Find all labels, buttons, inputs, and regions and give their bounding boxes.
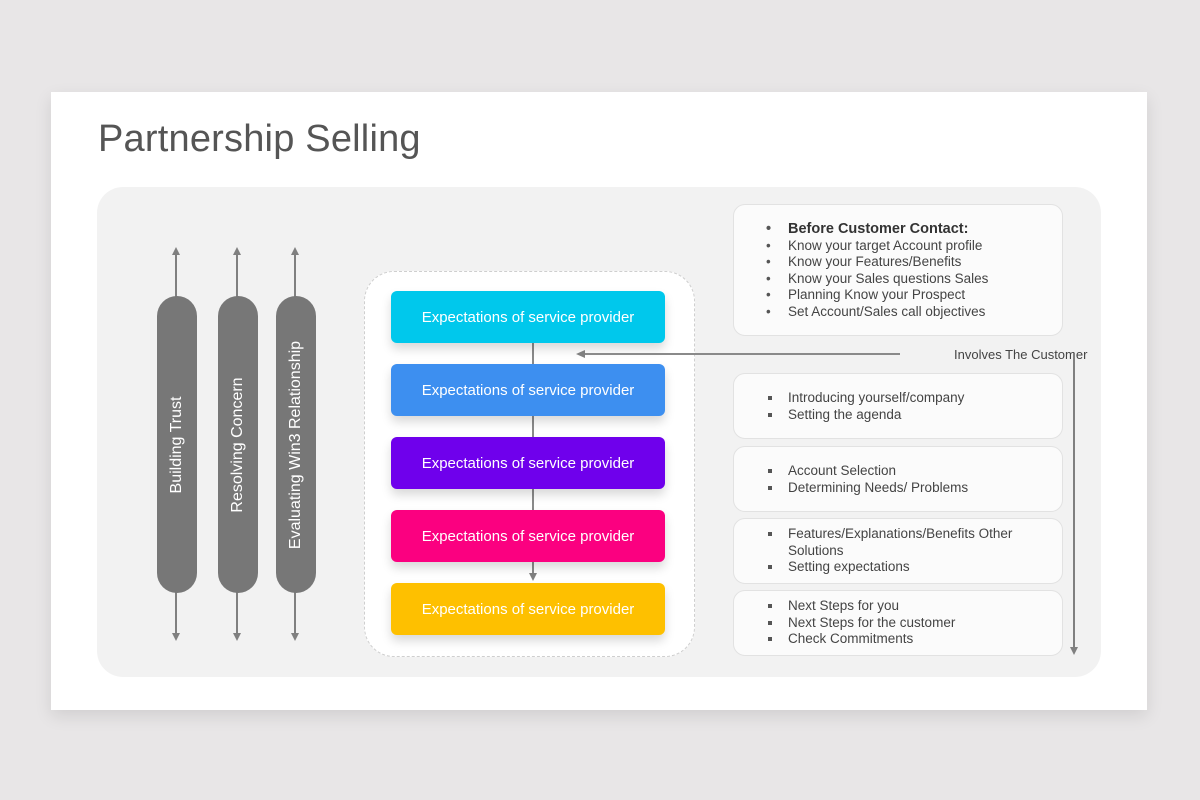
step-box-3: Expectations of service provider xyxy=(391,437,665,489)
step-box-5: Expectations of service provider xyxy=(391,583,665,635)
list-item: •Before Customer Contact: xyxy=(766,221,969,237)
list-item: Account Selection xyxy=(734,463,1062,480)
square-bullet-icon xyxy=(768,412,772,417)
pillar-label: Building Trust xyxy=(168,396,185,493)
square-bullet-icon xyxy=(768,396,772,400)
list-item: Determining Needs/ Problems xyxy=(734,480,1062,497)
step-label: Expectations of service provider xyxy=(421,308,635,326)
list-item: •Know your Sales questions Sales xyxy=(766,270,989,286)
square-bullet-icon xyxy=(768,620,772,625)
slide: Partnership Selling Building Trust Resol… xyxy=(51,92,1147,710)
list-item: Setting expectations xyxy=(734,559,1062,576)
pillar-bar: Evaluating Win3 Relationship xyxy=(276,296,316,593)
page-title: Partnership Selling xyxy=(98,118,421,160)
step-label: Expectations of service provider xyxy=(421,381,635,399)
card-account-selection: Account Selection Determining Needs/ Pro… xyxy=(733,446,1063,512)
arrow-left-icon xyxy=(576,350,585,358)
bullet-icon: • xyxy=(766,287,771,302)
list-item: •Know your Features/Benefits xyxy=(766,254,962,269)
square-bullet-icon xyxy=(768,532,772,536)
bullet-icon: • xyxy=(766,303,771,319)
arrow-down-icon xyxy=(291,633,299,641)
content-panel: Building Trust Resolving Concern Evaluat… xyxy=(97,187,1101,677)
step-label: Expectations of service provider xyxy=(421,454,635,472)
pillar-bar: Building Trust xyxy=(157,296,197,593)
list-item: Next Steps for the customer xyxy=(734,615,1062,632)
card-introduction: Introducing yourself/company Setting the… xyxy=(733,373,1063,439)
step-label: Expectations of service provider xyxy=(421,527,635,545)
involves-label: Involves The Customer xyxy=(954,347,1088,362)
bullet-icon: • xyxy=(766,237,771,253)
bullet-icon: • xyxy=(766,270,771,286)
pillar-label: Evaluating Win3 Relationship xyxy=(287,340,304,549)
square-bullet-icon xyxy=(768,565,772,569)
list-item: Features/Explanations/Benefits Other Sol… xyxy=(734,526,1062,559)
square-bullet-icon xyxy=(768,485,772,490)
arrow-down-icon xyxy=(172,633,180,641)
card-before-contact: •Before Customer Contact: •Know your tar… xyxy=(733,204,1063,336)
pillar-label: Resolving Concern xyxy=(229,376,246,513)
square-bullet-icon xyxy=(768,637,772,641)
step-label: Expectations of service provider xyxy=(421,600,635,618)
arrow-up-icon xyxy=(172,247,180,255)
list-item: Next Steps for you xyxy=(734,598,1062,615)
step-box-2: Expectations of service provider xyxy=(391,364,665,416)
list-item: •Set Account/Sales call objectives xyxy=(766,303,986,319)
list-item: Setting the agenda xyxy=(734,407,1062,424)
card-next-steps: Next Steps for you Next Steps for the cu… xyxy=(733,590,1063,656)
timeline-line xyxy=(1073,353,1075,649)
pillar-bar: Resolving Concern xyxy=(218,296,258,593)
bullet-icon: • xyxy=(766,254,771,269)
involves-connector-line xyxy=(585,353,900,355)
arrow-up-icon xyxy=(291,247,299,255)
arrow-up-icon xyxy=(233,247,241,255)
square-bullet-icon xyxy=(768,469,772,473)
list-item: Introducing yourself/company xyxy=(734,390,1062,407)
list-item: •Planning Know your Prospect xyxy=(766,287,966,302)
square-bullet-icon xyxy=(768,604,772,608)
list-item: •Know your target Account profile xyxy=(766,237,983,253)
arrow-down-icon xyxy=(1070,647,1078,655)
step-box-4: Expectations of service provider xyxy=(391,510,665,562)
list-item: Check Commitments xyxy=(734,631,1062,648)
card-features: Features/Explanations/Benefits Other Sol… xyxy=(733,518,1063,584)
bullet-icon: • xyxy=(766,221,772,237)
arrow-down-icon xyxy=(233,633,241,641)
arrow-down-icon xyxy=(529,573,537,581)
step-box-1: Expectations of service provider xyxy=(391,291,665,343)
